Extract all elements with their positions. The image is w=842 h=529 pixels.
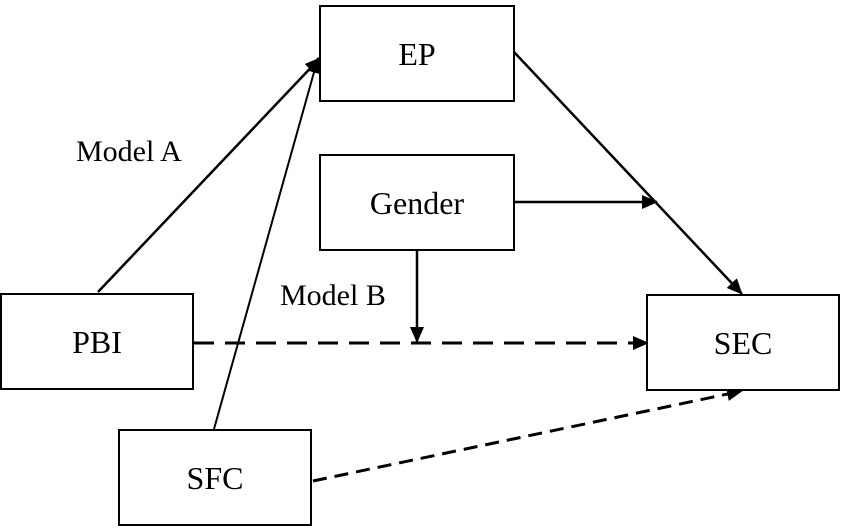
node-sfc-label: SFC [186,459,244,496]
node-ep-label: EP [398,35,436,72]
node-pbi-label: PBI [72,323,122,360]
node-gender: Gender [319,154,515,251]
node-sec: SEC [646,294,840,391]
node-ep: EP [319,5,515,102]
edge-pbi-to-ep [97,57,321,293]
node-gender-label: Gender [369,184,465,221]
node-pbi: PBI [0,293,194,390]
edge-sfc-to-sec [312,387,743,483]
node-sfc: SFC [118,429,312,526]
edge-sfc-to-ep [213,57,321,430]
node-sec-label: SEC [713,324,773,361]
model-a-label: Model A [76,135,182,168]
edge-ep-to-sec [513,51,743,295]
model-b-label: Model B [280,279,386,312]
